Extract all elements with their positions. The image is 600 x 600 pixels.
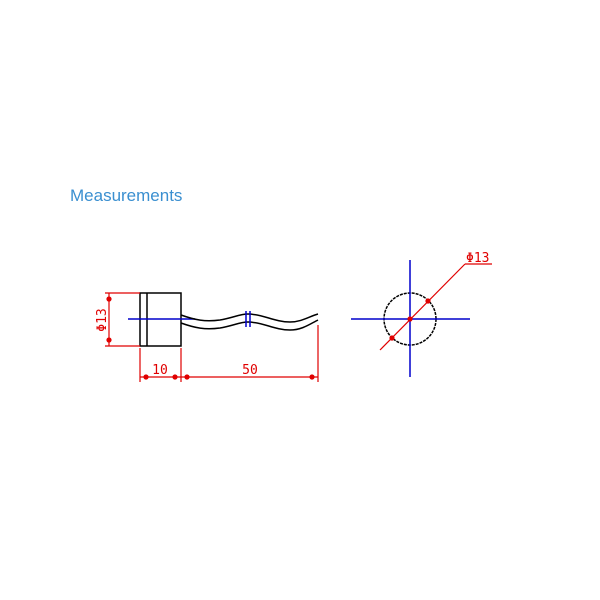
side-diameter-label: Φ13 [95, 308, 110, 331]
side-view: Φ13 10 50 [95, 292, 319, 382]
head-length-label: 10 [152, 363, 168, 378]
cable-length-label: 50 [242, 363, 258, 378]
front-view: Φ13 [351, 251, 492, 377]
front-diameter-label: Φ13 [466, 251, 489, 266]
dimension-lines [105, 292, 319, 382]
cable [180, 313, 319, 331]
diameter-leader [379, 263, 492, 351]
section-title: Measurements [70, 186, 183, 205]
